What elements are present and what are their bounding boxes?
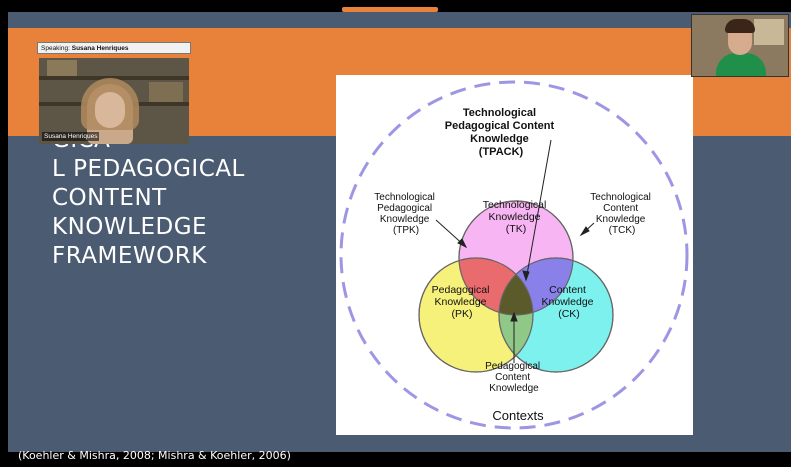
slide-top-stripe — [8, 12, 791, 28]
person-body — [716, 53, 766, 76]
pck-label-line: Content — [495, 372, 530, 383]
tpack-label-line: (TPACK) — [479, 146, 524, 158]
book-spines — [149, 82, 183, 102]
person-hair — [725, 19, 755, 33]
ck-label-line: Knowledge — [542, 296, 594, 308]
tpk-label-line: Technological — [374, 192, 435, 203]
pk-label-line: (PK) — [452, 308, 473, 320]
self-view-video[interactable] — [691, 14, 789, 77]
bottom-bar — [0, 452, 791, 467]
slide-title: GICA L PEDAGOGICAL CONTENT KNOWLEDGE FRA… — [52, 127, 245, 269]
tpk-label-line: (TPK) — [393, 225, 419, 236]
active-speaker-panel[interactable]: Speaking: Susana Henriques Susana Henriq… — [37, 42, 191, 146]
pk-label-line: Pedagogical — [432, 284, 490, 296]
tpack-diagram-svg: Technological Pedagogical Content Knowle… — [339, 80, 689, 430]
tk-label-line: Technological — [483, 199, 547, 211]
tck-label-line: Knowledge — [596, 214, 646, 225]
tk-label-line: Knowledge — [489, 211, 541, 223]
book-spines — [47, 60, 77, 76]
window-light — [754, 19, 784, 45]
ck-label-line: Content — [549, 284, 586, 296]
person-face — [95, 92, 125, 128]
pck-label-line: Pedagogical — [485, 361, 540, 372]
tck-label-line: (TCK) — [609, 225, 636, 236]
tpk-label-line: Pedagogical — [377, 203, 432, 214]
tpack-label-line: Knowledge — [470, 133, 529, 145]
tpk-region — [459, 258, 533, 315]
speaker-video[interactable]: Susana Henriques — [39, 58, 189, 144]
tpack-label-line: Pedagogical Content — [445, 120, 555, 132]
tck-label-line: Content — [603, 203, 638, 214]
pck-label-line: Knowledge — [489, 383, 539, 394]
svg-text:Technological Knowledg: Technological Knowledge (TK) — [483, 199, 550, 235]
contexts-label: Contexts — [492, 408, 544, 423]
svg-text:Pedagogical Content: Pedagogical Content Knowledge — [485, 361, 543, 394]
svg-text:Pedagogical Knowledge: Pedagogical Knowledge (PK) — [432, 284, 493, 320]
tck-region — [499, 258, 573, 315]
speaking-prefix: Speaking: — [41, 45, 70, 52]
contexts-dashed-circle — [339, 80, 689, 430]
svg-text:Technological Pedagogi: Technological Pedagogical Knowledge (TPK… — [374, 192, 437, 236]
tck-label-line: Technological — [590, 192, 651, 203]
speaking-name: Susana Henriques — [71, 45, 129, 52]
video-name-tag: Susana Henriques — [42, 132, 100, 141]
tpk-label-line: Knowledge — [380, 214, 430, 225]
share-indicator[interactable] — [342, 7, 438, 12]
tpack-label-line: Technological — [463, 107, 536, 119]
tk-label-line: (TK) — [506, 223, 526, 235]
speaking-indicator: Speaking: Susana Henriques — [37, 42, 191, 54]
pk-label-line: Knowledge — [435, 296, 487, 308]
svg-text:Content Knowledge: Content Knowledge (CK) — [542, 284, 597, 320]
citation-overlay: (Koehler & Mishra, 2008; Mishra & Koehle… — [18, 449, 291, 462]
tpack-diagram: Technological Pedagogical Content Knowle… — [336, 75, 693, 435]
svg-text:Technological Content: Technological Content Knowledge (TCK) — [590, 192, 653, 236]
top-bar — [0, 0, 791, 12]
ck-label-line: (CK) — [558, 308, 580, 320]
svg-text:Technological Pedagogi: Technological Pedagogical Content Knowle… — [445, 107, 557, 158]
